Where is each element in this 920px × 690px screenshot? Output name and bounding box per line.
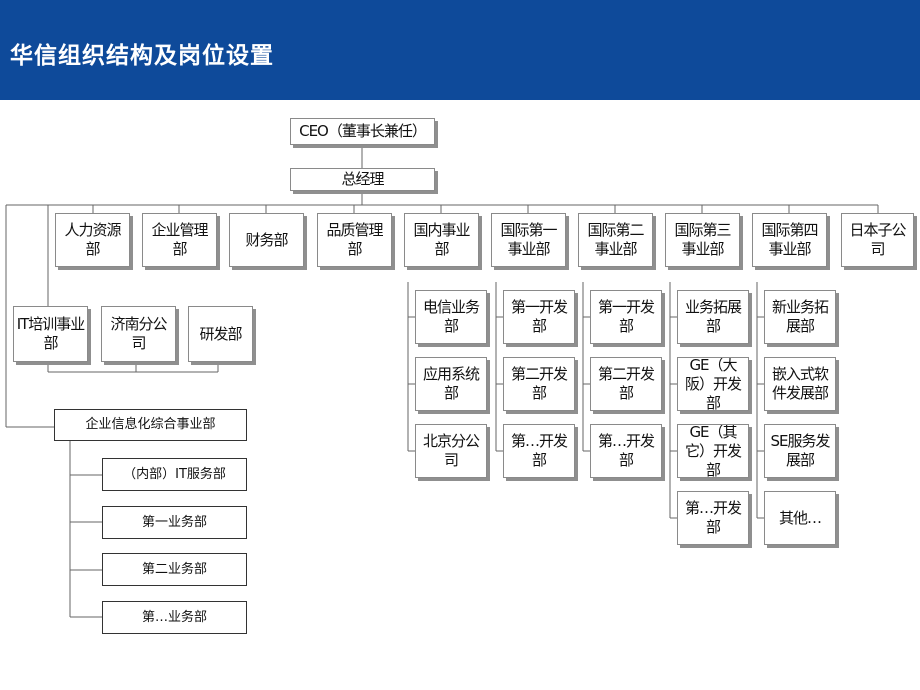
unit-international-2: 国际第二事业部 xyxy=(578,213,653,267)
intl1-dev-1: 第一开发部 xyxy=(503,290,575,344)
unit-enterprise-management: 企业管理部 xyxy=(142,213,217,267)
unit-finance: 财务部 xyxy=(229,213,304,267)
page-title: 华信组织结构及岗位设置 xyxy=(10,43,274,69)
it-division-business-1: 第一业务部 xyxy=(102,506,247,539)
intl4-other: 其他… xyxy=(764,491,836,545)
unit-hr: 人力资源部 xyxy=(55,213,130,267)
intl1-dev-2: 第二开发部 xyxy=(503,357,575,411)
unit-international-3: 国际第三事业部 xyxy=(665,213,740,267)
unit-international-1: 国际第一事业部 xyxy=(491,213,566,267)
intl2-dev-n: 第…开发部 xyxy=(590,424,662,478)
unit-quality-management: 品质管理部 xyxy=(317,213,392,267)
domestic-application-systems: 应用系统部 xyxy=(415,357,487,411)
intl3-dev-n: 第…开发部 xyxy=(677,491,749,545)
it-division-internal-it: （内部）IT服务部 xyxy=(102,458,247,491)
intl4-embedded-software: 嵌入式软件发展部 xyxy=(764,357,836,411)
unit-japan-subsidiary: 日本子公司 xyxy=(841,213,914,267)
intl3-business-expansion: 业务拓展部 xyxy=(677,290,749,344)
ceo-box: CEO（董事长兼任） xyxy=(290,118,435,145)
domestic-telecom: 电信业务部 xyxy=(415,290,487,344)
intl1-dev-n: 第…开发部 xyxy=(503,424,575,478)
unit-domestic-business: 国内事业部 xyxy=(404,213,479,267)
intl4-new-business-expansion: 新业务拓展部 xyxy=(764,290,836,344)
intl3-ge-other-dev: GE（其它）开发部 xyxy=(677,424,749,478)
title-bar: 华信组织结构及岗位设置 xyxy=(0,0,920,100)
intl2-dev-2: 第二开发部 xyxy=(590,357,662,411)
intl2-dev-1: 第一开发部 xyxy=(590,290,662,344)
intl3-ge-osaka-dev: GE（大阪）开发部 xyxy=(677,357,749,411)
it-division-business-2: 第二业务部 xyxy=(102,553,247,586)
general-manager-box: 总经理 xyxy=(290,168,435,191)
unit-jinan-branch: 济南分公司 xyxy=(101,306,176,362)
it-division-box: 企业信息化综合事业部 xyxy=(54,409,247,441)
it-division-business-n: 第…业务部 xyxy=(102,601,247,634)
intl4-se-services: SE服务发展部 xyxy=(764,424,836,478)
unit-it-training: IT培训事业部 xyxy=(13,306,88,362)
unit-rnd: 研发部 xyxy=(188,306,253,362)
unit-international-4: 国际第四事业部 xyxy=(752,213,827,267)
domestic-beijing-branch: 北京分公司 xyxy=(415,424,487,478)
